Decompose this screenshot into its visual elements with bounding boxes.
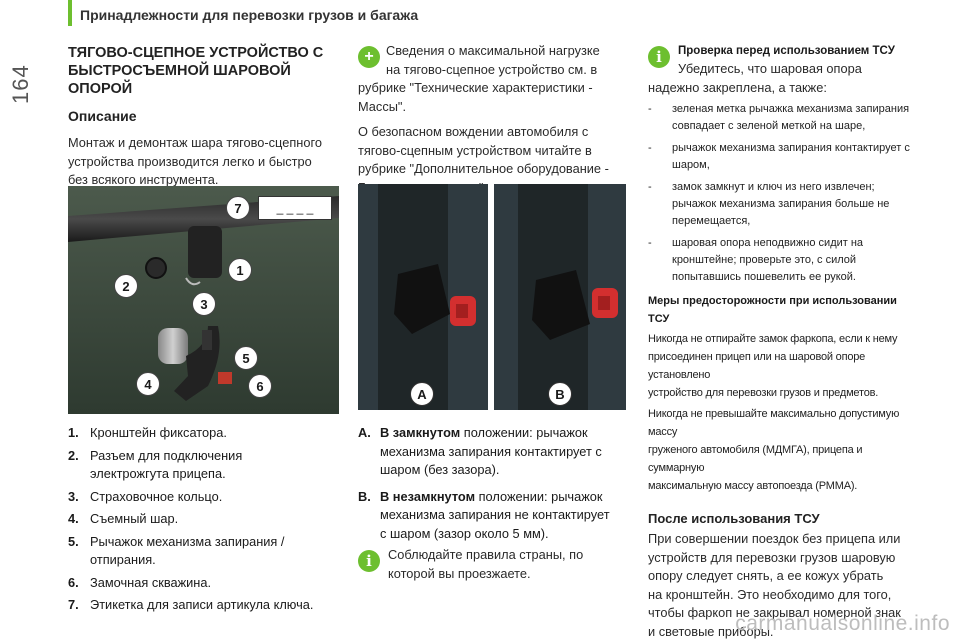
precautions-title: Меры предосторожности при использовании … <box>648 295 897 325</box>
callout-4: 4 <box>136 372 160 396</box>
parts-list: 1.Кронштейн фиксатора. 2.Разъем для подк… <box>68 424 348 619</box>
unlocked-position-illustration <box>494 184 626 410</box>
check-title: Проверка перед использованием ТСУ <box>678 45 895 57</box>
page-number: 164 <box>8 64 33 104</box>
check-intro: Убедитесь, что шаровая опора <box>678 61 862 76</box>
towbar-figure: _ _ _ _ 7 1 2 3 5 4 6 <box>68 186 339 414</box>
plus-icon: + <box>358 46 380 68</box>
list-item: 4.Съемный шар. <box>68 511 179 526</box>
photo-label-b: B <box>548 382 572 406</box>
precautions-text-2: Никогда не превышайте максимально допуст… <box>648 408 900 492</box>
list-item: 1.Кронштейн фиксатора. <box>68 425 227 440</box>
column-3: i Проверка перед использованием ТСУ Убед… <box>648 42 920 641</box>
callout-1: 1 <box>228 258 252 282</box>
list-item: 5.Рычажок механизма запирания /отпирания… <box>68 533 285 568</box>
list-item: 6.Замочная скважина. <box>68 574 212 590</box>
check-list: -зеленая метка рычажка механизма запиран… <box>648 101 920 286</box>
watermark: carmanualsonline.info <box>735 612 950 635</box>
photo-a: A <box>358 184 488 410</box>
info-icon: i <box>648 46 670 68</box>
header-title: Принадлежности для перевозки грузов и ба… <box>80 7 419 23</box>
header-accent-bar <box>68 0 72 26</box>
check-block: i Проверка перед использованием ТСУ Убед… <box>648 42 920 97</box>
list-item: -замок замкнут и ключ из него извлечен;р… <box>648 181 890 227</box>
list-item: -рычажок механизма запирания контактируе… <box>648 142 910 171</box>
photo-b: B <box>494 184 626 410</box>
key-label-sticker: _ _ _ _ <box>258 196 332 220</box>
precautions-text-1: Никогда не отпирайте замок фаркопа, если… <box>648 333 898 399</box>
after-use-title: После использования ТСУ <box>648 511 820 526</box>
photo-label-a: A <box>410 382 434 406</box>
list-item: 7.Этикетка для записи артикула ключа. <box>68 597 314 612</box>
info-icon: i <box>358 550 380 572</box>
check-intro-cont: надежно закреплена, а также: <box>648 79 827 95</box>
callout-7: 7 <box>226 196 250 220</box>
callout-2: 2 <box>114 274 138 298</box>
section-subtitle: Описание <box>68 108 137 124</box>
callout-6: 6 <box>248 374 272 398</box>
callout-5: 5 <box>234 346 258 370</box>
locked-position-illustration <box>358 184 488 410</box>
list-item: -зеленая метка рычажка механизма запиран… <box>648 103 910 132</box>
list-item: 3.Страховочное кольцо. <box>68 488 223 504</box>
callout-3: 3 <box>192 292 216 316</box>
towbar-illustration <box>68 186 339 414</box>
